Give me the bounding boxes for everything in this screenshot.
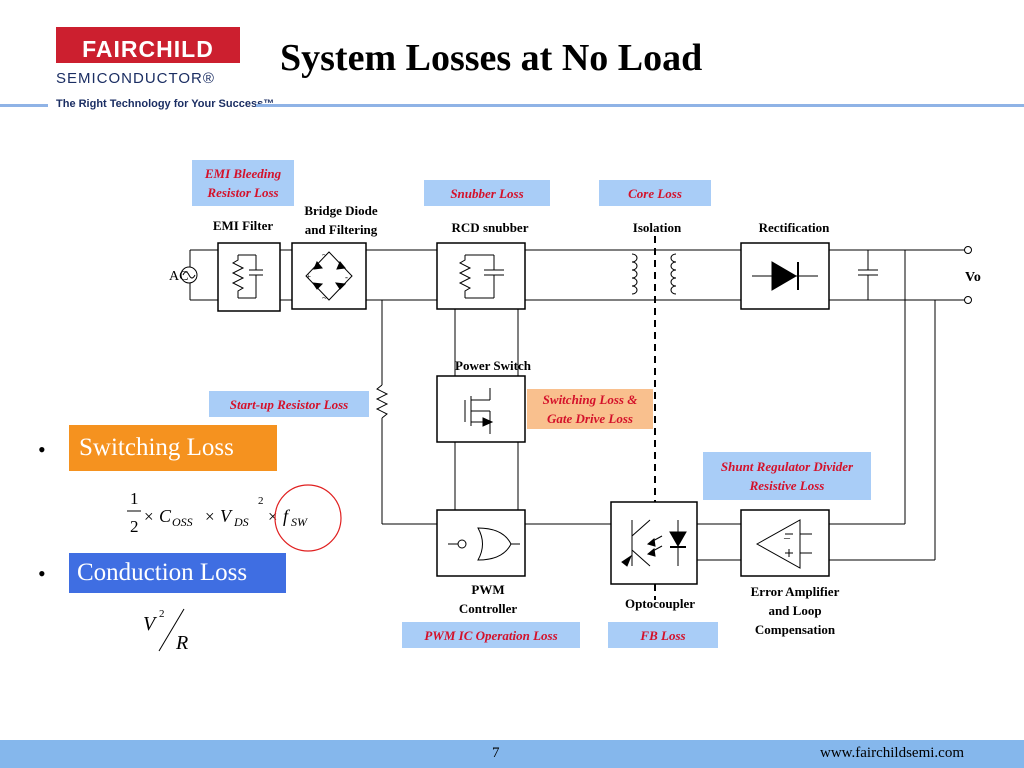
switching-loss-formula: 1 2 × C OSS × V DS 2 × f SW: [127, 484, 342, 552]
svg-text:×: ×: [268, 507, 278, 526]
power-switch-block: [436, 375, 526, 443]
svg-text:2: 2: [159, 608, 165, 620]
core-loss-callout: Core Loss: [599, 180, 711, 206]
svg-text:OSS: OSS: [172, 515, 193, 529]
footer-url: www.fairchildsemi.com: [820, 745, 964, 761]
fb-loss-callout: FB Loss: [608, 622, 718, 648]
emi-filter-block: [217, 242, 281, 312]
svg-text:V: V: [143, 613, 158, 635]
bullet-marker: •: [38, 561, 46, 586]
emi-filter-label: EMI Filter: [212, 218, 274, 233]
rcd-snubber-block: [436, 242, 526, 310]
svg-text:×: ×: [144, 507, 154, 526]
svg-text:V: V: [220, 506, 233, 526]
bullet-marker: •: [38, 437, 46, 462]
svg-text:DS: DS: [233, 515, 249, 529]
svg-text:SW: SW: [291, 515, 308, 529]
svg-text:2: 2: [258, 495, 264, 507]
power-switch-label: Power Switch: [455, 358, 531, 373]
amp-minus-mark: –: [783, 530, 791, 544]
svg-text:2: 2: [130, 517, 139, 536]
error-amplifier-block: [740, 509, 830, 577]
startup-resistor-loss-callout: Start-up Resistor Loss: [209, 391, 369, 417]
optocoupler-label: Optocoupler: [624, 596, 696, 611]
logo-subtitle: SEMICONDUCTOR®: [56, 70, 215, 87]
bridge-ac-mark: ~: [322, 293, 327, 303]
bridge-diode-label: Bridge Diode and Filtering: [304, 203, 378, 237]
logo-brand-text: FAIRCHILD: [82, 36, 214, 62]
logo-tagline: The Right Technology for Your Success™: [56, 98, 275, 110]
switching-gate-drive-loss-callout: Switching Loss &Gate Drive Loss: [527, 389, 653, 429]
vo-terminal-label: Vo: [965, 270, 981, 285]
conduction-loss-formula: V 2 R: [143, 608, 188, 654]
conduction-loss-bullet: Conduction Loss: [69, 553, 286, 593]
bridge-diode-block: [291, 242, 367, 310]
page-number: 7: [492, 745, 500, 761]
bridge-minus-mark: -: [345, 272, 348, 282]
rcd-snubber-label: RCD snubber: [451, 220, 529, 235]
rectification-label: Rectification: [758, 220, 830, 235]
logo-red-banner: [56, 27, 240, 63]
svg-text:1: 1: [130, 489, 139, 508]
snubber-loss-callout: Snubber Loss: [424, 180, 550, 206]
ac-terminal-label: AC: [169, 269, 188, 284]
pwm-controller-label: PWM Controller: [458, 582, 518, 616]
bridge-plus-mark: +: [306, 272, 311, 282]
highlight-circle: [274, 484, 342, 552]
footer-bar: [0, 740, 1024, 768]
pwm-ic-operation-loss-callout: PWM IC Operation Loss: [402, 622, 580, 648]
header-divider: [0, 104, 1024, 107]
switching-loss-bullet: Switching Loss: [69, 425, 277, 471]
error-amplifier-label: Error Amplifier and Loop Compensation: [750, 584, 840, 637]
svg-text:f: f: [283, 506, 291, 526]
isolation-label: Isolation: [632, 220, 682, 235]
svg-text:R: R: [175, 632, 188, 654]
svg-text:C: C: [159, 506, 172, 526]
pwm-controller-block: [436, 509, 526, 577]
page-title: System Losses at No Load: [280, 37, 703, 79]
svg-text:×: ×: [205, 507, 215, 526]
bridge-ac-mark: ~: [322, 250, 327, 260]
